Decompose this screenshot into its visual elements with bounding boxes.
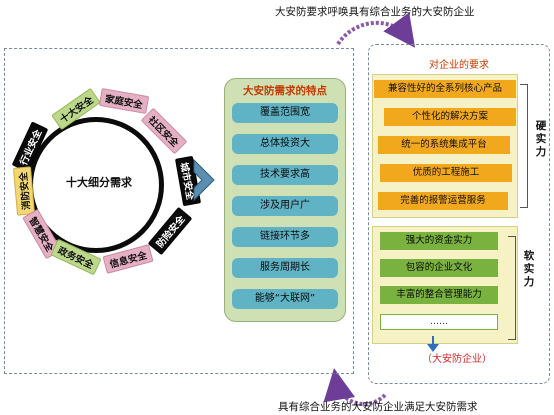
- hard-item: 完善的报警运营服务: [378, 192, 508, 210]
- ring-label: 十大细分需求: [66, 176, 132, 189]
- hard-item: 个性化的解决方案: [384, 108, 516, 126]
- down-arrow-icon: [427, 336, 439, 352]
- chevron-right-icon: [193, 158, 215, 202]
- hard-item: 优质的工程施工: [380, 164, 512, 182]
- right-frame: [368, 44, 550, 384]
- hard-item: 统一的系统集成平台: [378, 136, 510, 154]
- soft-item: 包容的企业文化: [380, 259, 498, 277]
- hard-power-label: 硬实力: [535, 120, 547, 158]
- feature-item: 涉及用户广: [232, 196, 338, 216]
- hard-bracket: [520, 84, 528, 208]
- requirements-title: 对企业的要求: [429, 60, 489, 71]
- bottom-caption: 具有综合业务的大安防企业满足大安防需求: [278, 401, 478, 413]
- soft-item: 强大的资金实力: [380, 232, 498, 250]
- soft-bracket: [508, 236, 516, 340]
- feature-item: 链接环节多: [232, 227, 338, 247]
- features-title: 大安防需求的特点: [243, 85, 327, 97]
- feature-item: 服务周期长: [232, 258, 338, 278]
- soft-more: ……: [380, 314, 498, 330]
- result-label: （大安防企业）: [422, 354, 492, 365]
- soft-power-label: 软实力: [523, 250, 535, 288]
- feature-item: 能够“大联网”: [232, 289, 338, 309]
- bottom-curve-arrow: [323, 368, 387, 406]
- soft-item: 丰富的整合管理能力: [380, 286, 498, 304]
- feature-item: 技术要求高: [232, 165, 338, 185]
- top-caption: 大安防要求呼唤具有综合业务的大安防企业: [275, 6, 475, 18]
- left-frame: [4, 48, 354, 374]
- feature-item: 总体投资大: [232, 134, 338, 154]
- feature-item: 覆盖范围宽: [232, 103, 338, 123]
- hard-item: 兼容性好的全系列核心产品: [374, 80, 516, 98]
